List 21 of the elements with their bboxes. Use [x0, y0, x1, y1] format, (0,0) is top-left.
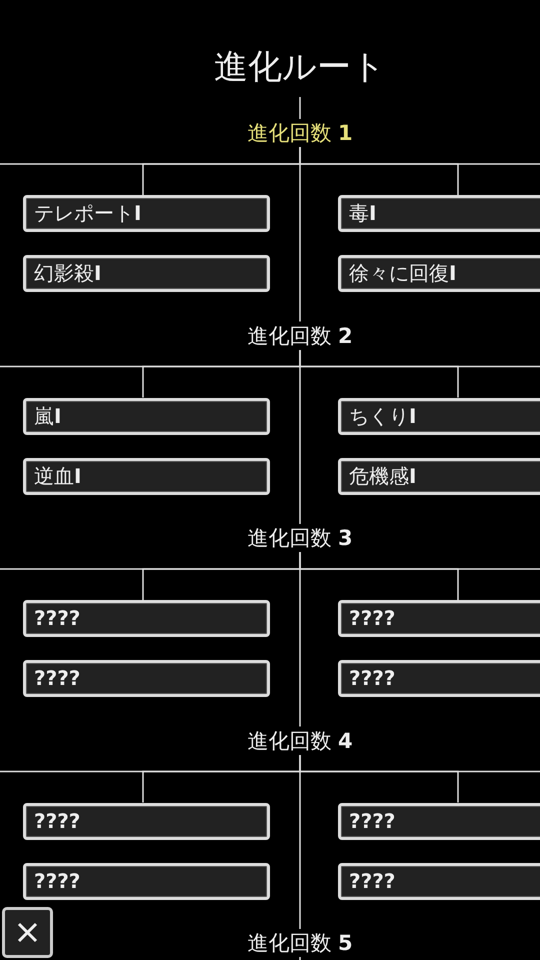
skill-slot: ???? [23, 802, 270, 840]
connector-line [299, 350, 301, 524]
skill-slot: ???? [338, 802, 540, 840]
connector-line [299, 97, 301, 119]
skill-slot: ???? [23, 660, 270, 697]
screen-title: 進化ルート [213, 46, 387, 89]
skill-slot: 幻影殺I [23, 255, 270, 292]
skill-slot: ???? [338, 862, 540, 900]
skill-slot: 逆血I [23, 458, 270, 494]
connector-line [299, 754, 301, 929]
skill-slot: 毒I [338, 195, 540, 232]
connector-line [299, 552, 301, 726]
skill-slot: 嵐I [23, 398, 270, 434]
skill-slot: ???? [338, 600, 540, 637]
skill-slot: ???? [23, 862, 270, 900]
skill-slot: 徐々に回復I [338, 255, 540, 292]
skill-slot: 危機感I [338, 458, 540, 494]
skill-slot: ???? [23, 600, 270, 637]
connector-line [299, 957, 301, 960]
connector-line [299, 147, 301, 322]
skill-slot: ???? [338, 660, 540, 697]
